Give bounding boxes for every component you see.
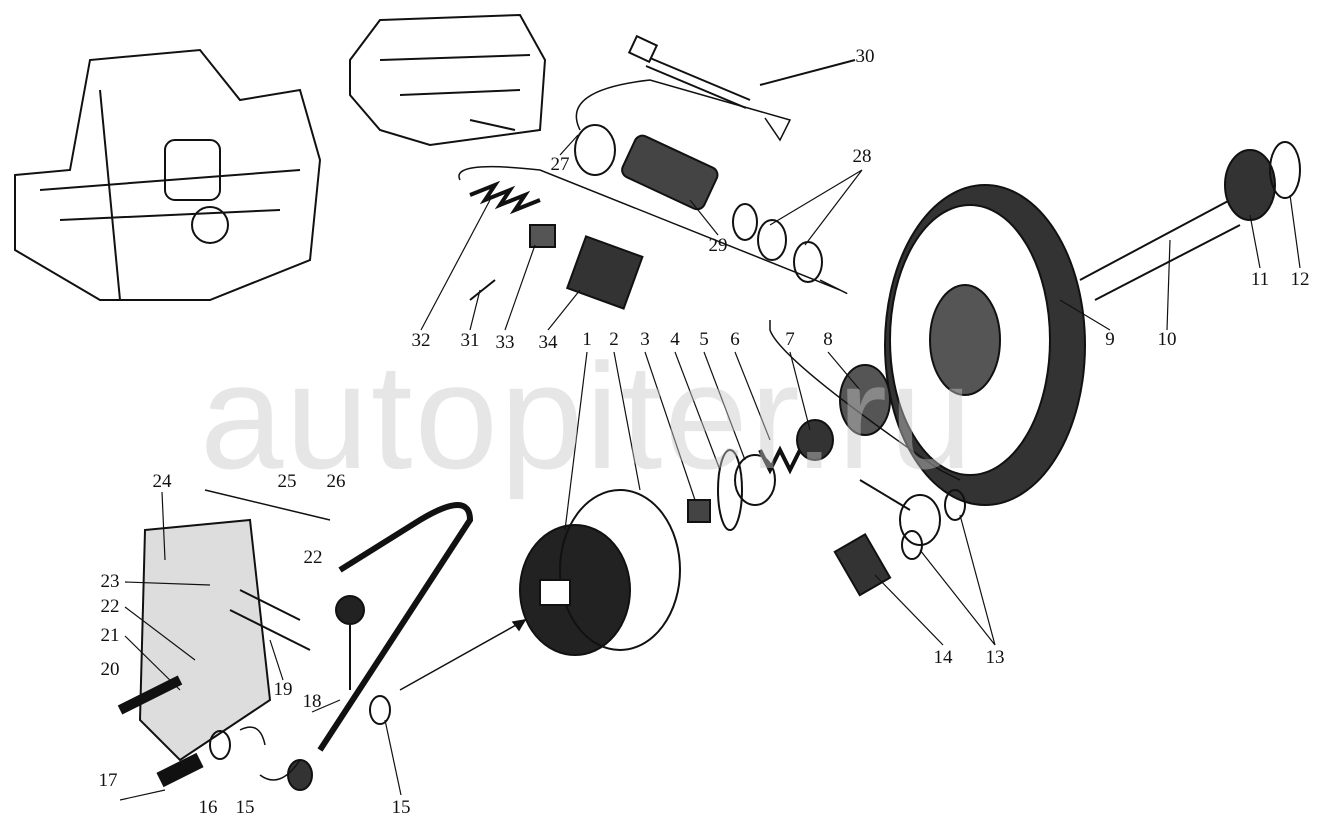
callout-label-29: 29: [708, 235, 728, 256]
callout-label-22: 22: [303, 547, 323, 568]
callout-label-13: 13: [985, 647, 1005, 668]
callout-label-2: 2: [609, 329, 619, 350]
callout-label-14: 14: [933, 647, 953, 668]
callout-label-1: 1: [582, 329, 592, 350]
valve-block-19: [117, 518, 365, 788]
callout-label-21: 21: [100, 625, 120, 646]
callout-label-11: 11: [1250, 269, 1270, 290]
engine-overview-sketch: [14, 48, 322, 301]
callout-label-10: 10: [1157, 329, 1177, 350]
callout-label-18: 18: [302, 691, 322, 712]
callout-label-26: 26: [326, 471, 346, 492]
callout-label-20: 20: [100, 659, 120, 680]
flywheel-part-9: [884, 184, 1086, 506]
leader-lines: [119, 134, 1301, 801]
callout-label-22: 22: [100, 596, 120, 617]
callout-label-15: 15: [235, 797, 255, 818]
watermark: autopiter.ru: [200, 332, 975, 500]
callout-label-3: 3: [640, 329, 650, 350]
callout-label-33: 33: [495, 332, 515, 353]
callout-label-7: 7: [785, 329, 795, 350]
callout-label-16: 16: [198, 797, 218, 818]
assembly-arrows: [204, 79, 961, 781]
callout-label-27: 27: [550, 154, 570, 175]
callout-label-9: 9: [1105, 329, 1115, 350]
callout-label-32: 32: [411, 330, 431, 351]
callout-label-23: 23: [100, 571, 120, 592]
callout-label-17: 17: [98, 770, 118, 791]
callout-label-15: 15: [391, 797, 411, 818]
callout-label-24: 24: [152, 471, 172, 492]
callout-label-5: 5: [699, 329, 709, 350]
callout-label-30: 30: [855, 46, 875, 67]
callout-label-8: 8: [823, 329, 833, 350]
shaft-part-10: [1079, 141, 1301, 301]
callout-label-12: 12: [1290, 269, 1310, 290]
callout-label-19: 19: [273, 679, 293, 700]
callout-label-34: 34: [538, 332, 558, 353]
small-parts-3-to-8: [687, 364, 891, 531]
cylinder-head-sketch: [349, 13, 547, 147]
bolt-part-30: [627, 34, 856, 109]
callout-label-4: 4: [670, 329, 680, 350]
banjo-fitting-13-14: [833, 479, 966, 597]
callout-label-6: 6: [730, 329, 740, 350]
callout-label-28: 28: [852, 146, 872, 167]
spring-part-32: [469, 180, 644, 310]
callout-label-25: 25: [277, 471, 297, 492]
callout-label-31: 31: [460, 330, 480, 351]
fitting-part-29: [574, 124, 823, 283]
pulley-part-1: [519, 489, 681, 656]
